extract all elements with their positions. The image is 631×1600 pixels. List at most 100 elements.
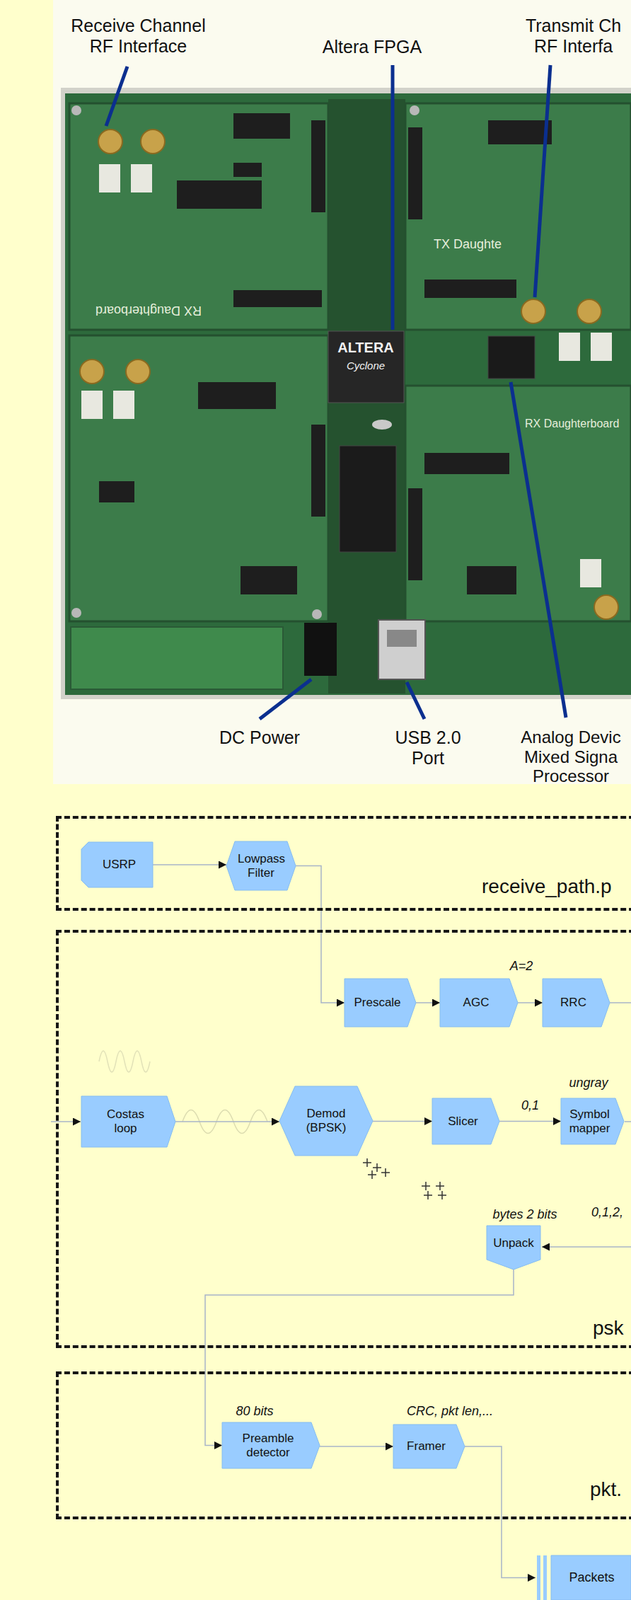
leader-line — [391, 65, 395, 330]
process-block: Demod (BPSK) — [279, 1085, 373, 1156]
pin-header — [311, 120, 326, 213]
queue-node: Packets — [535, 1554, 631, 1600]
pin-header — [198, 381, 276, 409]
callout-label: USB 2.0 Port — [389, 727, 467, 769]
group-title: receive_path.p — [481, 875, 612, 898]
process-block: USRP — [81, 841, 153, 888]
block-label: Lowpass Filter — [237, 851, 285, 880]
crystal — [372, 419, 392, 430]
usb-port — [378, 619, 426, 680]
transformer — [130, 164, 153, 193]
callout-label: Transmit Ch RF Interfa — [522, 15, 625, 57]
annotation: ungray — [556, 1075, 621, 1091]
module-group: receive_path.p USRP Lowpass Filter — [55, 815, 631, 911]
block-outline — [279, 1085, 373, 1156]
annotation: bytes 2 bits — [475, 1206, 575, 1222]
process-block: Unpack — [486, 1225, 541, 1270]
transformer — [113, 390, 135, 419]
sma-connector — [594, 594, 619, 619]
daughterboard — [69, 335, 329, 622]
block-outline — [440, 978, 518, 1027]
leader-line — [259, 679, 312, 719]
pin-header — [424, 279, 517, 298]
sma-connector — [140, 129, 165, 154]
process-block: Prescale — [344, 978, 416, 1027]
pin-header — [408, 488, 423, 581]
block-label: AGC — [445, 995, 507, 1010]
module-group: pkt.Preamble detectorFramer — [55, 1370, 631, 1519]
block-label: Costas loop — [101, 1107, 151, 1135]
block-label: Demod (BPSK) — [297, 1106, 355, 1134]
block-label: Packets — [556, 1569, 627, 1585]
constellation-points — [362, 1158, 390, 1179]
block-outline — [81, 1095, 176, 1147]
block-label: Unpack — [489, 1235, 538, 1250]
annotation: CRC, pkt len,... — [379, 1403, 521, 1419]
process-block: Preamble detector — [222, 1421, 320, 1468]
usb-port-opening — [386, 629, 417, 647]
signal-stub — [609, 1001, 631, 1004]
process-block: Slicer — [432, 1097, 500, 1144]
signal-connector — [295, 865, 345, 1004]
group-title: psk — [592, 1317, 624, 1340]
pin-header — [176, 180, 262, 209]
pin-header — [466, 565, 517, 595]
sma-connector — [577, 299, 602, 324]
block-outline — [542, 978, 610, 1027]
block-label: Prescale — [350, 995, 405, 1010]
queue-bar — [543, 1554, 547, 1600]
leader-line — [534, 65, 551, 298]
block-outline — [551, 1554, 631, 1600]
callout-label: RX Daughterboard — [524, 417, 629, 431]
pin-header — [311, 424, 326, 517]
leader-line — [510, 381, 566, 718]
transformer — [590, 332, 612, 361]
sma-connector — [79, 359, 104, 384]
fpga-chip — [328, 331, 404, 403]
antenna-area — [70, 626, 283, 690]
annotation: 0,1,2, — [591, 1204, 630, 1220]
leader-line — [106, 66, 128, 126]
block-outline — [486, 1225, 541, 1270]
block-label: RRC — [548, 995, 599, 1010]
annotation: 80 bits — [222, 1403, 287, 1419]
callout-label: RX Daughterboard — [77, 302, 220, 318]
block-label: USRP — [89, 857, 149, 872]
sma-connector — [521, 299, 546, 324]
module-group: psk Prescale AGC RRC Costas loop Demod (BPSK)… — [55, 929, 631, 1348]
constellation-points — [421, 1181, 447, 1200]
signal-connector — [517, 1001, 543, 1004]
process-block: RRC — [542, 978, 610, 1027]
process-block: Symbol mapper — [560, 1097, 624, 1144]
leader-line — [406, 681, 425, 719]
block-label: Framer — [398, 1438, 454, 1453]
process-block: AGC — [440, 978, 518, 1027]
signal-connector — [319, 1445, 394, 1447]
screw — [71, 105, 82, 116]
photo-backdrop — [60, 87, 631, 699]
pin-header — [408, 127, 423, 220]
screw — [311, 609, 322, 619]
process-block: Lowpass Filter — [226, 841, 296, 890]
signal-stub — [624, 1120, 631, 1122]
edge-label: 0,1 — [519, 1097, 541, 1113]
block-outline — [560, 1097, 624, 1144]
annotation: A=2 — [500, 958, 543, 974]
transformer — [558, 332, 581, 361]
ic-chip — [339, 445, 397, 552]
ic-chip — [233, 162, 262, 177]
sma-connector — [125, 359, 150, 384]
daughterboard — [405, 103, 631, 330]
block-label: Slicer — [437, 1114, 489, 1129]
process-block: Costas loop — [81, 1095, 176, 1147]
callout-label: Altera FPGA — [315, 36, 429, 58]
daughterboard — [69, 103, 329, 330]
screw — [71, 607, 82, 618]
signal-connector — [205, 1269, 514, 1446]
callout-label: ALTERA — [329, 339, 402, 356]
sma-connector — [98, 129, 123, 154]
callout-label: Analog Devic Mixed Signa Processor — [514, 727, 627, 786]
